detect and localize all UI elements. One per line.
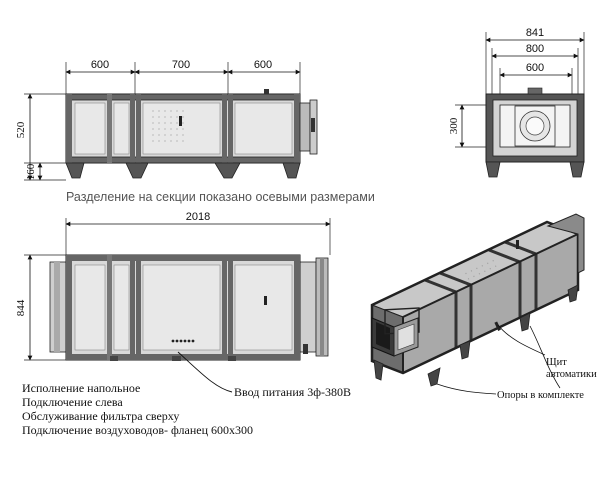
power-input-label: Ввод питания 3ф-380В (234, 385, 351, 399)
isometric-view (370, 213, 585, 395)
note-line-2: Подключение слева (22, 395, 123, 409)
top-unit-body (49, 254, 329, 361)
front-dim-section1: 600 (91, 59, 109, 71)
front-dim-lines (27, 69, 301, 181)
power-leader-line (177, 351, 233, 393)
end-view: 841 800 600 300 (448, 27, 585, 178)
front-dim-leg: 160 (25, 163, 37, 180)
end-unit-legs (485, 161, 585, 178)
front-dim-section3: 600 (254, 59, 272, 71)
end-dim-841: 841 (526, 27, 544, 39)
note-line-4: Подключение воздуховодов- фланец 600х300 (22, 423, 253, 437)
note-line-3: Обслуживание фильтра сверху (22, 409, 179, 423)
panel-label-line2: автоматики (546, 369, 597, 380)
supports-leader-line-1 (436, 383, 497, 395)
top-dim-lines (27, 221, 331, 361)
spec-notes: Исполнение напольное Подключение слева О… (22, 381, 253, 437)
end-unit-body (485, 87, 585, 163)
end-dim-lines (459, 37, 585, 148)
panel-leader-line (497, 324, 546, 356)
section-caption: Разделение на секции показано осевыми ра… (66, 190, 375, 204)
top-dim-width: 844 (15, 299, 27, 316)
top-dim-length: 2018 (186, 211, 210, 223)
front-view: 600 700 600 520 160 (15, 59, 318, 181)
panel-label-line1: Щит (546, 357, 567, 368)
end-dim-600: 600 (526, 62, 544, 74)
supports-label: Опоры в комплекте (497, 390, 584, 401)
front-unit-legs (65, 162, 301, 179)
front-dim-section2: 700 (172, 59, 190, 71)
note-line-1: Исполнение напольное (22, 381, 140, 395)
end-dim-800: 800 (526, 43, 544, 55)
front-unit-body (65, 89, 318, 164)
top-view: 2018 844 (15, 211, 331, 393)
front-dim-height: 520 (15, 121, 27, 138)
end-dim-300: 300 (448, 117, 460, 134)
supports-leader-line-2 (529, 325, 561, 389)
